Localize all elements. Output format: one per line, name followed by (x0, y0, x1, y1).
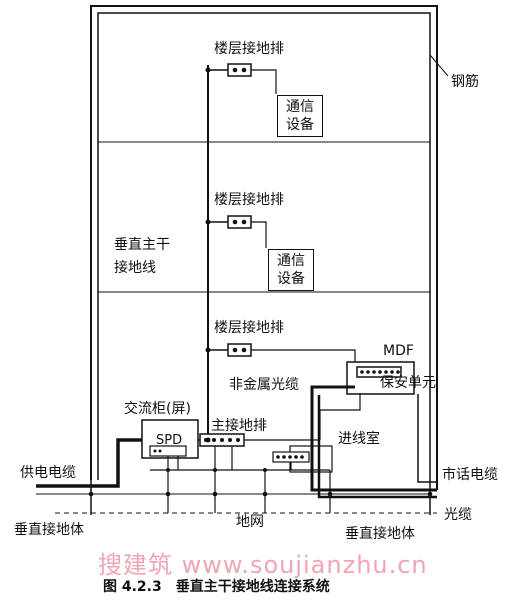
non-metallic-optical-cable (310, 385, 437, 492)
floor-ground-bar-label-3: 楼层接地排 (214, 320, 284, 336)
figure-number: 图 4.2.3 (103, 579, 162, 595)
vertical-ground-label-left: 垂直接地体 (14, 522, 84, 538)
mdf-label: MDF (383, 343, 414, 359)
comm-equipment-label-2b: 设备 (277, 271, 305, 287)
main-ground-bar-label: 主接地排 (211, 418, 267, 434)
vertical-trunk-label-1: 垂直主干 (114, 237, 170, 253)
floor-ground-bar-label-1: 楼层接地排 (214, 41, 284, 57)
power-cable-label: 供电电缆 (20, 465, 76, 481)
rebar-outer-line (90, 5, 438, 490)
spd-label: SPD (156, 433, 183, 448)
floor-ground-bar-3 (227, 343, 252, 357)
rebar-pointer (429, 54, 449, 77)
rebar-inner-line (97, 12, 431, 488)
ground-grid-label: 地网 (236, 514, 264, 530)
power-supply-cable (36, 438, 142, 488)
figure-title: 垂直主干接地线连接系统 (175, 579, 330, 595)
optical-cable-label: 光缆 (444, 507, 472, 523)
vertical-ground-label-right: 垂直接地体 (345, 526, 415, 542)
ac-cabinet-label: 交流柜(屏) (124, 401, 191, 417)
comm-equipment-box-1: 通信 设备 (277, 95, 323, 137)
floor-ground-bar-2 (227, 215, 252, 229)
telephone-cable-label: 市话电缆 (442, 467, 498, 483)
comm-equipment-label-1b: 设备 (286, 117, 314, 133)
figure-caption: 图 4.2.3 垂直主干接地线连接系统 (103, 576, 344, 596)
watermark: 搜建筑 www.soujianzhu.cn (98, 551, 428, 579)
comm-equipment-label-2a: 通信 (277, 253, 305, 269)
entry-room-label: 进线室 (338, 431, 380, 447)
floor-ground-bar-1 (227, 63, 252, 77)
floor-ground-bar-label-2: 楼层接地排 (214, 192, 284, 208)
comm-equipment-box-2: 通信 设备 (268, 249, 314, 291)
vertical-trunk-label-2: 接地线 (114, 260, 156, 276)
mdf-box (346, 361, 415, 395)
optical-cable (317, 395, 437, 499)
rebar-label: 钢筋 (451, 74, 479, 90)
telephone-cable (417, 394, 437, 483)
non-metal-cable-label: 非金属光缆 (229, 377, 299, 393)
comm-equipment-label-1a: 通信 (286, 99, 314, 115)
protection-unit-label: 保安单元 (380, 375, 436, 391)
